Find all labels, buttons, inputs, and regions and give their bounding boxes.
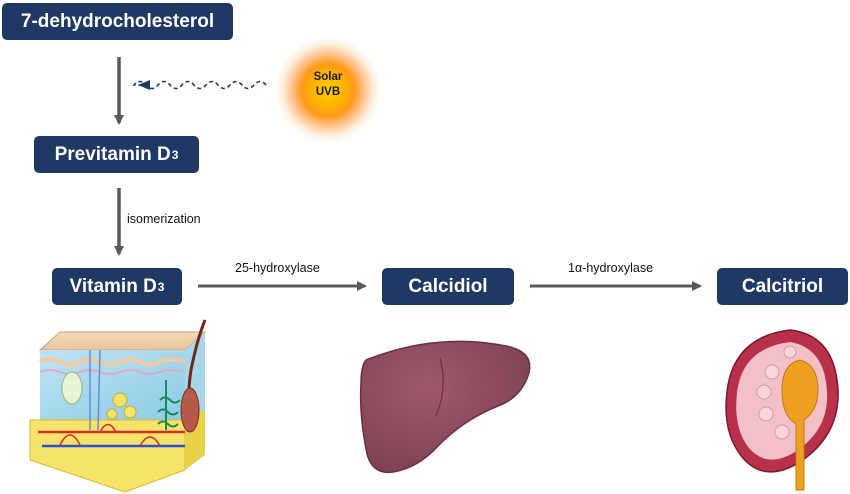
liver-illustration xyxy=(359,340,531,474)
node-7-dehydrocholesterol: 7-dehydrocholesterol xyxy=(2,3,233,40)
node-vitamin-d3-subscript: 3 xyxy=(157,279,165,294)
node-previtamin-d3-label: Previtamin D xyxy=(54,143,171,165)
edge-label-1a-hydroxylase: 1α-hydroxylase xyxy=(568,261,654,275)
solar-uvb-sun xyxy=(276,38,380,142)
node-7-dehydrocholesterol-label: 7-dehydrocholesterol xyxy=(20,10,215,32)
kidney-illustration xyxy=(725,329,839,491)
edge-label-25-hydroxylase: 25-hydroxylase xyxy=(235,261,320,275)
node-calcidiol-label: Calcidiol xyxy=(408,275,488,297)
node-previtamin-d3-subscript: 3 xyxy=(171,147,179,162)
node-calcitriol-label: Calcitriol xyxy=(741,275,824,297)
skin-illustration xyxy=(29,319,207,493)
uvb-wavy-arrow xyxy=(132,80,267,90)
edge-label-isomerization: isomerization xyxy=(127,212,201,226)
node-vitamin-d3-label: Vitamin D xyxy=(69,275,157,297)
sun-label-line2: UVB xyxy=(315,86,341,98)
node-calcidiol: Calcidiol xyxy=(382,268,514,305)
node-calcitriol: Calcitriol xyxy=(717,268,848,305)
sun-label-line1: Solar xyxy=(313,71,343,83)
solar-uvb-label: Solar UVB xyxy=(300,70,356,100)
